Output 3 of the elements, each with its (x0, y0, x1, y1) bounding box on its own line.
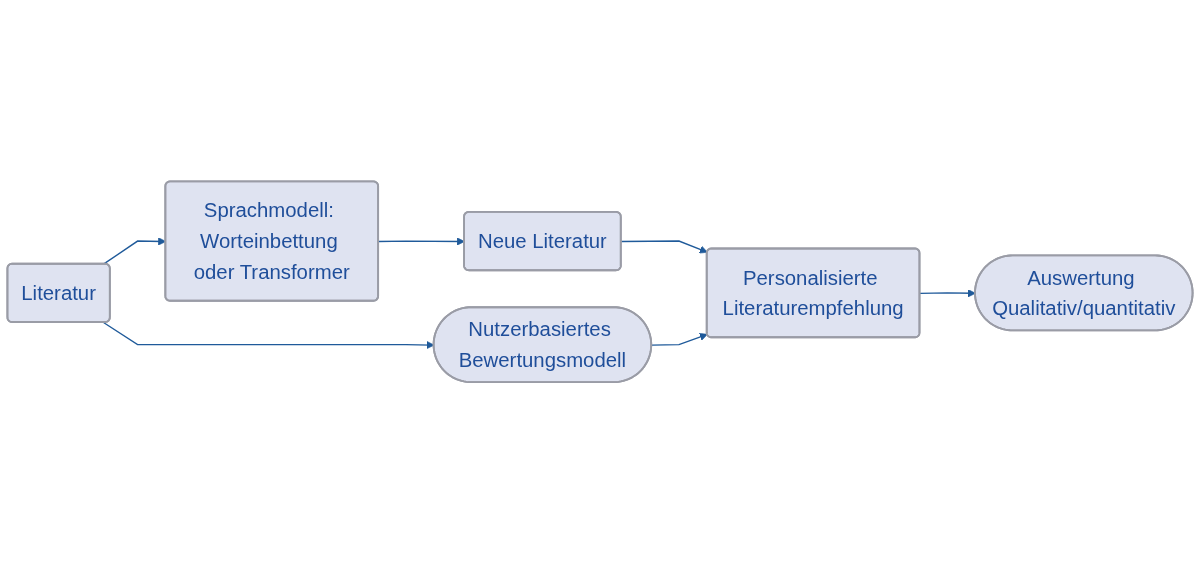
arrow (651, 333, 708, 347)
arrow (919, 289, 976, 298)
arrow (620, 240, 708, 254)
